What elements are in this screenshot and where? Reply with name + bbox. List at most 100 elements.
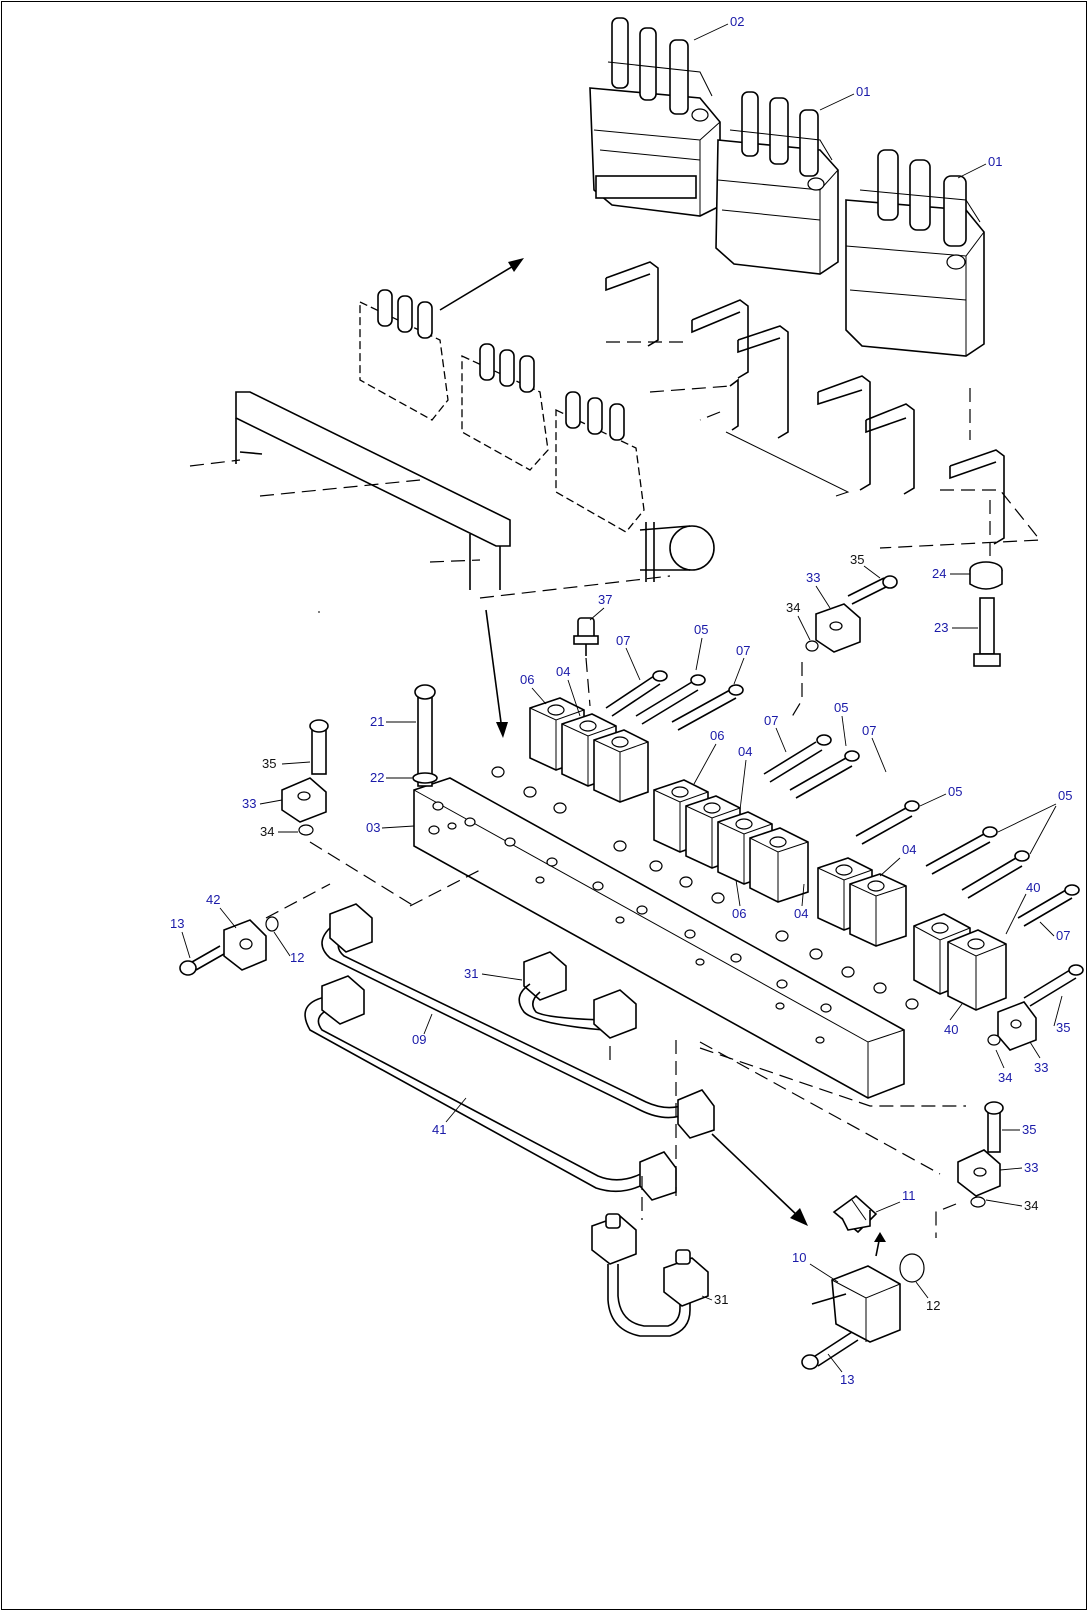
pilot-valve-02 — [589, 17, 721, 217]
callout-12-a: 12 — [290, 950, 304, 965]
direction-arrow-down — [485, 609, 503, 731]
leader-31-b — [701, 1295, 713, 1301]
callout-13-b: 13 — [840, 1372, 854, 1387]
leader-04-a — [567, 679, 581, 717]
solenoid-group-1 — [529, 697, 649, 803]
leader-03 — [381, 825, 415, 829]
callout-04-b: 04 — [738, 744, 752, 759]
guide-line-3 — [699, 411, 721, 421]
pressure-switch-37 — [573, 617, 599, 656]
leader-05-d — [997, 803, 1057, 855]
arrow-11-head — [874, 1232, 886, 1242]
leader-35-c — [1053, 995, 1063, 1027]
callout-10: 10 — [792, 1250, 806, 1265]
direction-arrow-br — [711, 1133, 801, 1219]
callout-31-b: 31 — [714, 1292, 728, 1307]
callout-09: 09 — [412, 1032, 426, 1047]
leader-33-d — [999, 1167, 1023, 1171]
flange-42 — [179, 916, 279, 976]
callout-06-a: 06 — [520, 672, 534, 687]
o-ring-12 — [899, 1253, 925, 1283]
guide-line-42 — [265, 883, 331, 919]
leader-13-a — [181, 931, 191, 959]
pilot-valve-01-middle — [715, 91, 839, 275]
leader-10 — [809, 1263, 839, 1283]
leader-40-a — [1005, 893, 1027, 935]
callout-40-b: 40 — [944, 1022, 958, 1037]
guide-line-33c — [935, 1203, 957, 1238]
leader-35-b — [281, 761, 311, 765]
guide-line-8 — [259, 479, 421, 497]
guide-line-2 — [649, 385, 731, 393]
callout-34-c: 34 — [998, 1070, 1012, 1085]
guide-line-5 — [879, 489, 1042, 549]
guide-line-pipe5 — [699, 1047, 966, 1107]
leader-04-c — [879, 857, 901, 877]
leader-01-b — [957, 163, 987, 179]
callout-33-c: 33 — [1034, 1060, 1048, 1075]
flange-10 — [801, 1265, 901, 1370]
leader-06-a — [531, 687, 547, 705]
leader-07-d — [871, 737, 887, 773]
pipe-31-upper — [518, 951, 637, 1039]
leader-41 — [445, 1097, 467, 1123]
callout-24: 24 — [932, 566, 946, 581]
leader-06-b — [693, 743, 717, 785]
leader-07-a — [625, 647, 641, 681]
callout-34-d: 34 — [1024, 1198, 1038, 1213]
callout-31-a: 31 — [464, 966, 478, 981]
leader-34-c — [995, 1049, 1005, 1069]
solenoid-group-3 — [817, 857, 907, 947]
callout-42: 42 — [206, 892, 220, 907]
leader-07-c — [775, 727, 787, 753]
bolt-21 — [412, 684, 438, 787]
leader-13-b — [827, 1353, 843, 1373]
pipe-09 — [321, 903, 715, 1139]
leader-02 — [693, 23, 729, 41]
leader-37 — [589, 607, 605, 621]
callout-41: 41 — [432, 1122, 446, 1137]
guide-line-9 — [429, 559, 481, 563]
solenoid-group-2 — [653, 779, 809, 903]
leader-04-d — [801, 883, 805, 907]
callout-34-a: 34 — [786, 600, 800, 615]
callout-04-d: 04 — [794, 906, 808, 921]
leader-42 — [219, 907, 237, 929]
leader-07-b — [733, 657, 745, 685]
leader-35-a — [863, 565, 881, 579]
callout-01-a: 01 — [856, 84, 870, 99]
callout-33-a: 33 — [806, 570, 820, 585]
leader-31-a — [481, 973, 523, 981]
callout-23: 23 — [934, 620, 948, 635]
callout-35-b: 35 — [262, 756, 276, 771]
leader-09 — [423, 1013, 433, 1035]
plate-33-top — [805, 575, 898, 653]
callout-34-b: 34 — [260, 824, 274, 839]
leader-34-d — [985, 1199, 1023, 1207]
callout-12-b: 12 — [926, 1298, 940, 1313]
o-rings — [491, 766, 919, 1010]
direction-arrow-up — [439, 261, 521, 311]
leader-12-a — [273, 931, 291, 957]
callout-13-a: 13 — [170, 916, 184, 931]
leader-06-c — [735, 879, 741, 907]
callout-22: 22 — [370, 770, 384, 785]
plate-33-lower — [957, 1101, 1004, 1208]
guide-line-37 — [585, 657, 591, 707]
manifold-block — [413, 777, 905, 1099]
guide-line-10 — [479, 575, 671, 599]
callout-21: 21 — [370, 714, 384, 729]
callout-06-b: 06 — [710, 728, 724, 743]
callout-05-c: 05 — [948, 784, 962, 799]
leader-12-b — [915, 1281, 929, 1299]
bolt-23-block-24 — [969, 561, 1003, 667]
leader-05-a — [695, 637, 703, 671]
plate-33-left — [281, 719, 329, 836]
callout-07-d: 07 — [862, 723, 876, 738]
leader-34-a — [797, 615, 811, 641]
guide-line-mani — [409, 869, 481, 907]
pedal-links — [605, 261, 1005, 545]
callout-07-b: 07 — [736, 643, 750, 658]
direction-arrow-down-head — [496, 722, 508, 738]
